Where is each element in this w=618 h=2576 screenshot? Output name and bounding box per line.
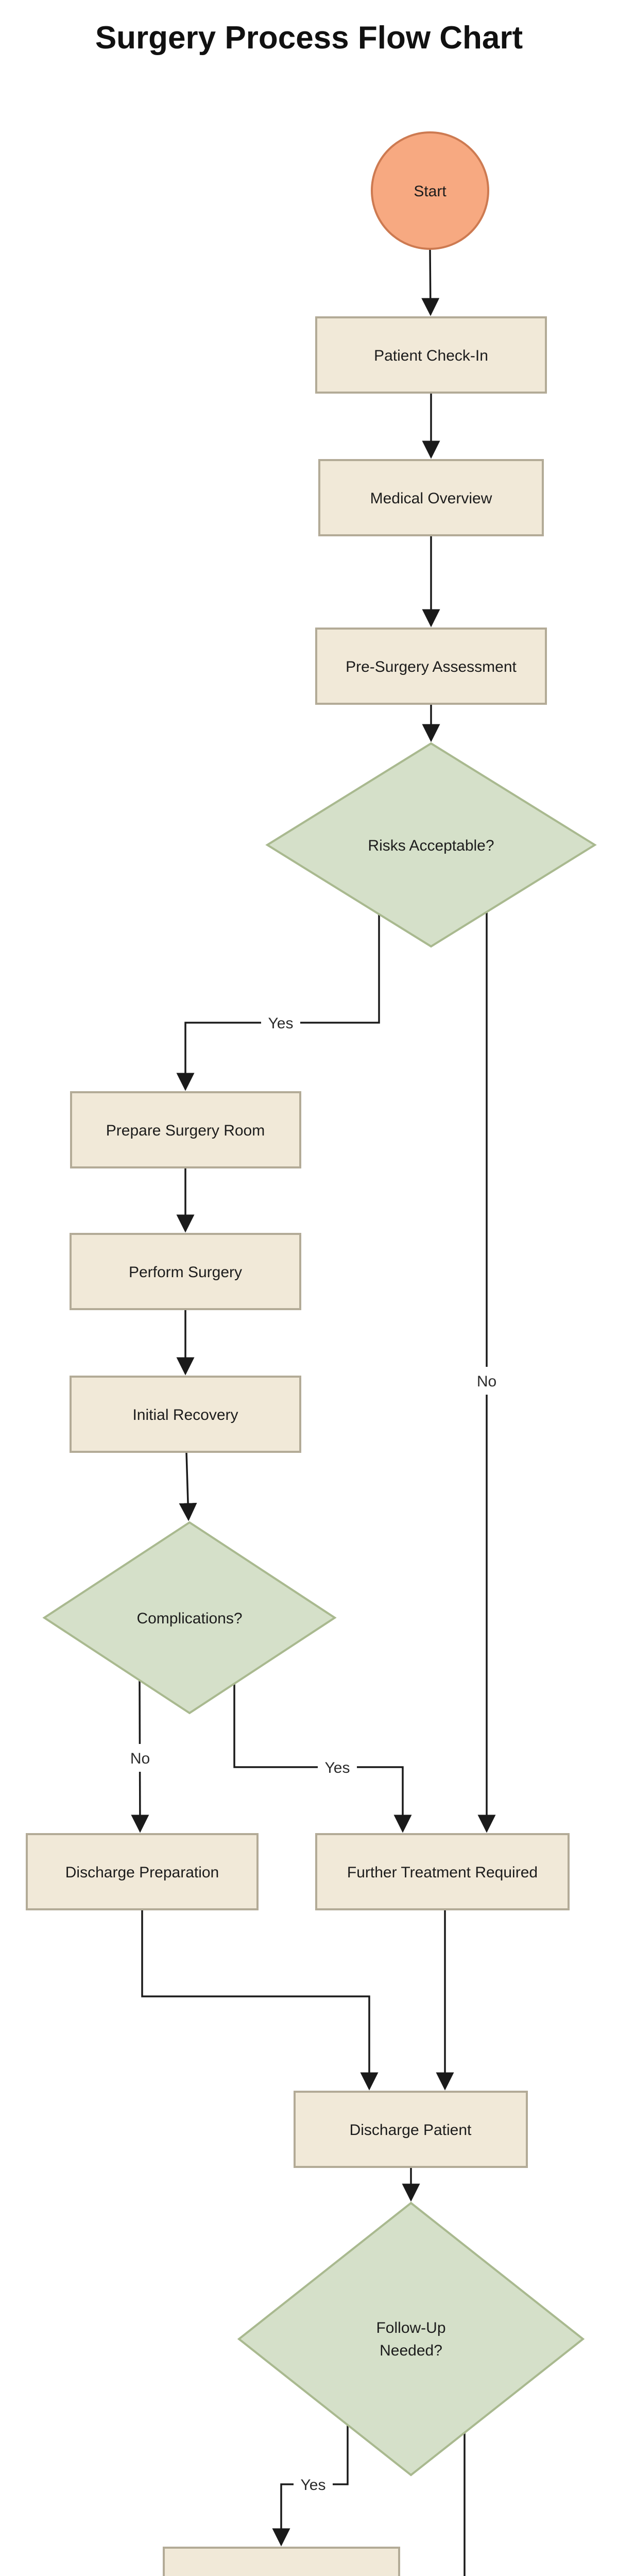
medical-overview-shape <box>318 459 544 536</box>
perform-surgery-shape <box>70 1233 301 1310</box>
further-treatment-required-shape <box>315 1833 570 1910</box>
discharge-preparation-label: Discharge Preparation <box>65 1864 219 1881</box>
nodes-layer: Start Patient Check-In Medical Overview … <box>26 131 597 2576</box>
follow-up-needed-label-line1: Follow-Up <box>376 2319 445 2336</box>
initial-recovery-shape <box>70 1376 301 1453</box>
prepare-surgery-room-shape <box>70 1091 301 1168</box>
perform-surgery-label: Perform Surgery <box>129 1264 242 1281</box>
pre-surgery-assessment-label: Pre-Surgery Assessment <box>346 658 517 675</box>
node-perform-surgery: Perform Surgery <box>70 1233 301 1310</box>
node-discharge-preparation: Discharge Preparation <box>26 1833 259 1910</box>
node-schedule-follow-up: Schedule Follow-Up <box>163 2547 400 2576</box>
node-patient-check-in: Patient Check-In <box>315 316 547 394</box>
patient-check-in-label: Patient Check-In <box>374 347 488 364</box>
medical-overview-label: Medical Overview <box>370 490 492 507</box>
edge-label-follow-up-needed-yes: Yes <box>301 2477 326 2494</box>
start-terminator-shape <box>371 131 489 250</box>
node-medical-overview: Medical Overview <box>318 459 544 536</box>
risks-acceptable-shape <box>265 742 597 948</box>
edge-initial-recovery-to-complications <box>179 1452 197 1521</box>
prepare-surgery-room-label: Prepare Surgery Room <box>106 1122 265 1139</box>
edge-label-plate <box>261 1013 300 1032</box>
edge-discharge-preparation-to-discharge-patient <box>141 1910 379 2091</box>
edge-label-risks-acceptable-no: No <box>477 1373 496 1390</box>
follow-up-needed-shape <box>237 2201 585 2477</box>
node-further-treatment-required: Further Treatment Required <box>315 1833 570 1910</box>
initial-recovery-label: Initial Recovery <box>132 1406 238 1423</box>
edge-label-complications-yes: Yes <box>325 1759 350 1776</box>
node-pre-surgery-assessment: Pre-Surgery Assessment <box>315 628 547 705</box>
edge-label-risks-acceptable-yes: Yes <box>268 1015 294 1032</box>
edge-label-plate <box>294 2475 333 2494</box>
patient-check-in-shape <box>315 316 547 394</box>
discharge-patient-label: Discharge Patient <box>350 2122 472 2139</box>
edge-risks-acceptable-yes-to-prepare-surgery-room <box>176 913 380 1091</box>
start-label: Start <box>414 183 447 200</box>
discharge-preparation-shape <box>26 1833 259 1910</box>
node-risks-acceptable: Risks Acceptable? <box>265 742 597 948</box>
risks-acceptable-label: Risks Acceptable? <box>368 837 494 854</box>
node-follow-up-needed: Follow-Up Needed? <box>237 2201 585 2477</box>
complications-label: Complications? <box>136 1610 242 1627</box>
edge-label-complications-no: No <box>130 1750 150 1767</box>
edge-labels-layer: Yes No No Yes Yes No No Yes <box>128 1013 499 2494</box>
node-start: Start <box>371 131 489 250</box>
schedule-follow-up-shape <box>163 2547 400 2576</box>
node-complications: Complications? <box>42 1521 337 1715</box>
edge-label-plate <box>128 1744 152 1772</box>
node-discharge-patient: Discharge Patient <box>294 2091 528 2168</box>
node-prepare-surgery-room: Prepare Surgery Room <box>70 1091 301 1168</box>
edge-label-plate <box>474 1367 499 1395</box>
edge-label-plate <box>318 1757 357 1777</box>
complications-shape <box>42 1521 337 1715</box>
pre-surgery-assessment-shape <box>315 628 547 705</box>
follow-up-needed-label-line2: Needed? <box>380 2342 442 2359</box>
page-title: Surgery Process Flow Chart <box>95 20 523 56</box>
edge-start-to-patient-check-in <box>421 249 440 316</box>
node-initial-recovery: Initial Recovery <box>70 1376 301 1453</box>
further-treatment-required-label: Further Treatment Required <box>347 1864 538 1881</box>
discharge-patient-shape <box>294 2091 528 2168</box>
